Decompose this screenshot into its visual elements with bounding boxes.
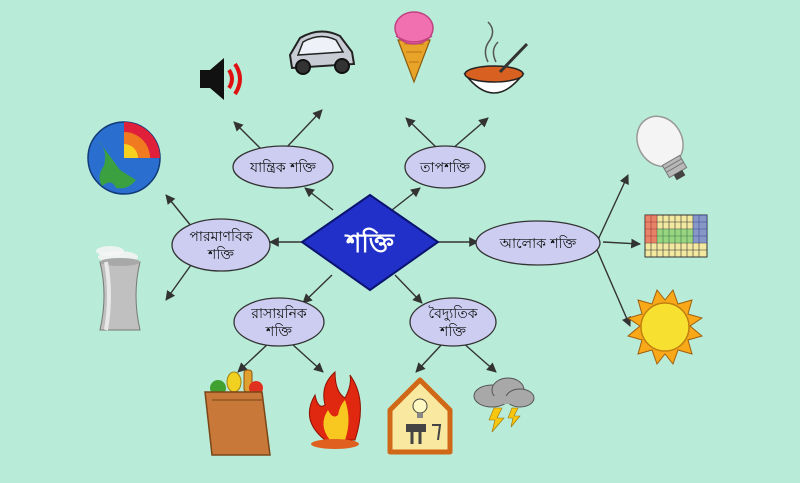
- arrow-center-electrical: [394, 274, 423, 304]
- earth-core-icon: [87, 121, 161, 195]
- node-nuclear: পারমাণবিক শক্তি: [171, 218, 271, 272]
- node-chemical-line2: শক্তি: [265, 323, 292, 340]
- fire-icon: [308, 370, 361, 449]
- arrow-chemical-fire: [291, 343, 324, 373]
- light-bulb-icon: [636, 115, 688, 181]
- storm-cloud-icon: [473, 377, 535, 433]
- arrow-electrical-house: [415, 341, 445, 373]
- grocery-bag-icon: [204, 369, 271, 456]
- arrow-heat-soup: [451, 117, 489, 150]
- node-nuclear-line2: শক্তি: [207, 246, 234, 263]
- node-mechanical-label: যান্ত্রিক শক্তি: [249, 159, 316, 176]
- connector-arrows: [165, 109, 641, 373]
- node-electrical-line1: বৈদ্যুতিক: [428, 305, 477, 322]
- node-chemical-line1: রাসায়নিক: [250, 305, 307, 322]
- periodic-table-icon: [644, 214, 708, 258]
- node-chemical: রাসায়নিক শক্তি: [233, 297, 325, 347]
- center-label: শক্তি: [344, 227, 396, 259]
- arrow-mechanical-car: [284, 109, 323, 150]
- node-nuclear-line1: পারমাণবিক: [189, 228, 252, 245]
- speaker-icon: [200, 58, 242, 100]
- car-icon: [288, 30, 356, 75]
- arrow-mechanical-speaker: [233, 121, 263, 151]
- ice-cream-icon: [394, 11, 434, 84]
- center-node: শক্তি: [300, 193, 440, 292]
- node-electrical: বৈদ্যুতিক শক্তি: [409, 297, 497, 347]
- sun-icon: [626, 288, 704, 366]
- arrow-light-table: [602, 238, 641, 249]
- cooling-tower-icon: [96, 246, 141, 331]
- node-light: আলোক শক্তি: [475, 220, 601, 266]
- arrow-light-sun: [596, 249, 631, 327]
- hot-soup-bowl-icon: [463, 21, 529, 94]
- arrow-center-heat: [391, 187, 421, 211]
- node-mechanical: যান্ত্রিক শক্তি: [232, 145, 334, 189]
- house-electricity-icon: [387, 377, 453, 455]
- arrow-light-bulb: [596, 174, 629, 243]
- node-electrical-line2: শক্তি: [439, 323, 466, 340]
- arrow-chemical-bag: [237, 341, 271, 373]
- node-heat-label: তাপশক্তি: [419, 159, 470, 176]
- node-heat: তাপশক্তি: [404, 145, 486, 189]
- node-light-label: আলোক শক্তি: [499, 235, 577, 252]
- arrow-center-mechanical: [304, 187, 334, 211]
- arrow-electrical-cloud: [461, 341, 497, 373]
- arrow-center-chemical: [302, 274, 333, 304]
- arrow-heat-icecream: [405, 117, 439, 150]
